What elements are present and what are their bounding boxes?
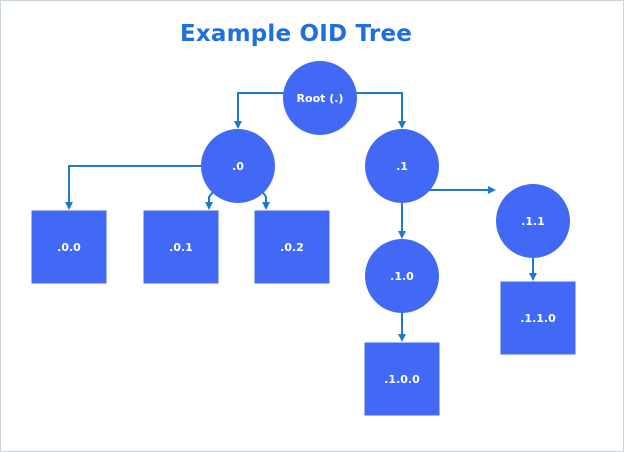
node-label: Root (.) — [297, 92, 344, 105]
node-n01: .0.1 — [143, 210, 219, 284]
node-label: .0.2 — [280, 241, 304, 254]
edge-n1-to-n10 — [398, 203, 406, 239]
node-label: .1.1 — [521, 215, 545, 228]
edge-n0-to-n00 — [65, 165, 201, 210]
nodes-layer: Root (.).0.1.0.0.0.1.0.2.1.0.1.1.1.0.0.1… — [31, 61, 576, 416]
node-label: .0.1 — [169, 241, 193, 254]
node-square — [500, 281, 576, 355]
node-n1: .1 — [365, 129, 439, 203]
edge-root-to-n1 — [356, 92, 406, 129]
node-circle — [365, 129, 439, 203]
edge-n1-to-n11 — [425, 186, 496, 194]
edge-n10-to-n100 — [398, 313, 406, 342]
node-label: .1.1.0 — [520, 312, 556, 325]
diagram-title: Example OID Tree — [179, 21, 413, 47]
node-circle — [496, 184, 570, 258]
node-square — [143, 210, 219, 284]
node-label: .1 — [396, 160, 408, 173]
node-square — [254, 210, 330, 284]
node-n11: .1.1 — [496, 184, 570, 258]
node-n02: .0.2 — [254, 210, 330, 284]
node-circle — [201, 129, 275, 203]
edge-root-to-n0 — [234, 92, 284, 129]
node-n10: .1.0 — [365, 239, 439, 313]
node-label: .0.0 — [57, 241, 81, 254]
edge-n11-to-n110 — [529, 258, 537, 281]
node-square — [31, 210, 107, 284]
node-label: .1.0 — [390, 270, 414, 283]
node-circle — [365, 239, 439, 313]
node-n110: .1.1.0 — [500, 281, 576, 355]
node-label: .0 — [232, 160, 244, 173]
node-root: Root (.) — [283, 61, 357, 135]
node-n0: .0 — [201, 129, 275, 203]
node-label: .1.0.0 — [384, 373, 420, 386]
node-n00: .0.0 — [31, 210, 107, 284]
node-square — [364, 342, 440, 416]
node-n100: .1.0.0 — [364, 342, 440, 416]
node-circle — [283, 61, 357, 135]
